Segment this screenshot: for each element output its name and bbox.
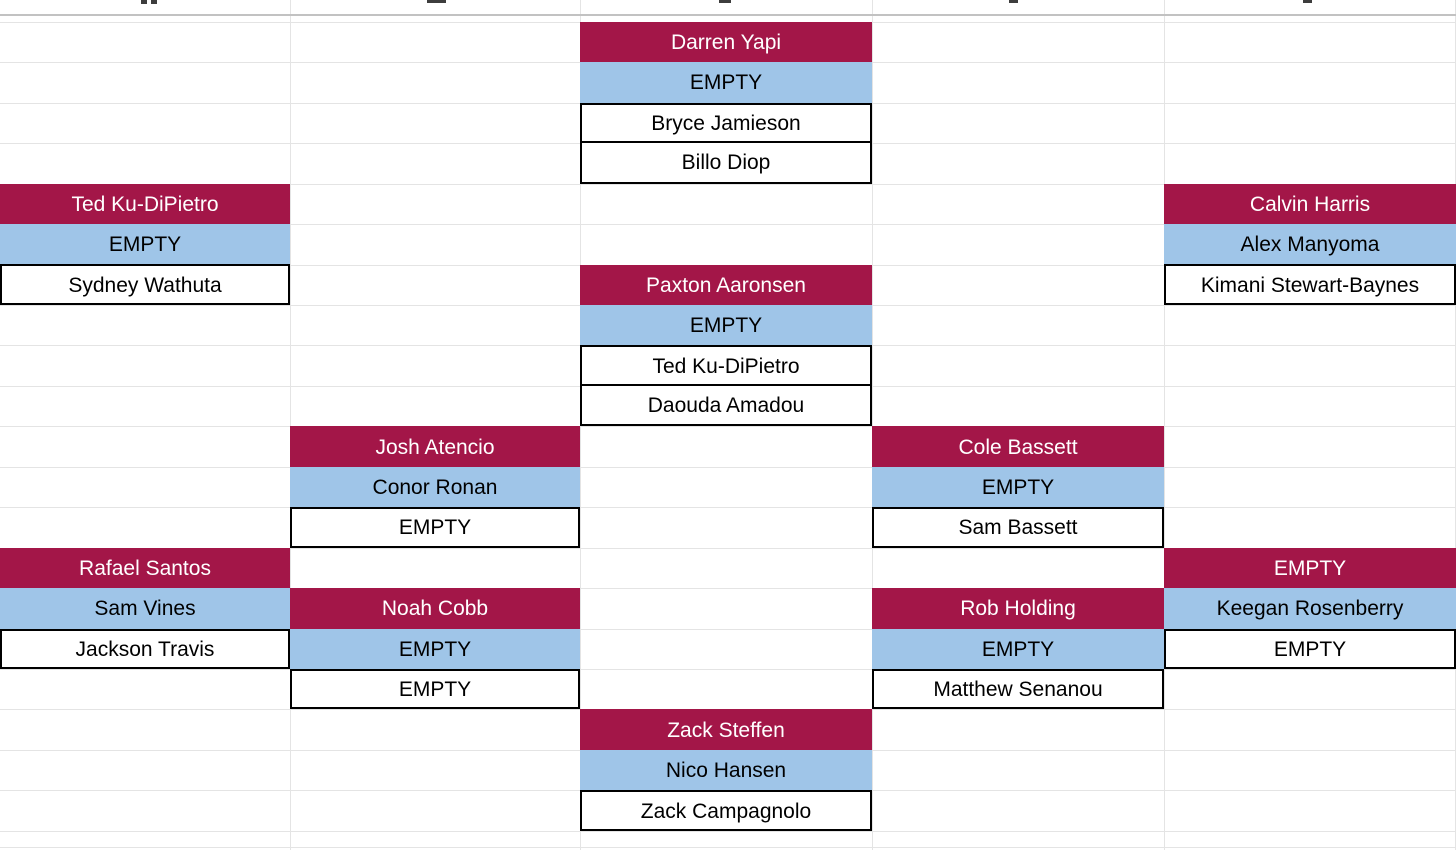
gridline-horizontal xyxy=(0,466,1456,468)
depth-chart-starter-cell[interactable]: Noah Cobb xyxy=(290,588,580,629)
depth-chart-reserve-cell[interactable]: Ted Ku-DiPietro xyxy=(580,345,872,386)
depth-chart-second-cell[interactable]: Nico Hansen xyxy=(580,749,872,791)
depth-chart-second-cell[interactable]: EMPTY xyxy=(872,628,1164,669)
depth-chart-second-cell[interactable]: Conor Ronan xyxy=(290,466,580,508)
depth-chart-second-cell[interactable]: EMPTY xyxy=(290,628,580,669)
clipped-header-text-fragment xyxy=(151,0,157,4)
gridline-vertical xyxy=(1164,0,1165,850)
depth-chart-reserve-cell[interactable]: Zack Campagnolo xyxy=(580,790,872,831)
gridline-horizontal xyxy=(0,507,1456,509)
clipped-header-text-fragment xyxy=(1303,0,1312,3)
depth-chart-reserve-cell[interactable]: EMPTY xyxy=(1164,628,1456,669)
gridline-vertical xyxy=(290,0,291,850)
depth-chart-reserve-cell[interactable]: Daouda Amadou xyxy=(580,383,872,427)
gridline-horizontal xyxy=(0,588,1456,590)
depth-chart-starter-cell[interactable]: Rob Holding xyxy=(872,588,1164,629)
depth-chart-starter-cell[interactable]: Ted Ku-DiPietro xyxy=(0,183,290,225)
clipped-header-text-fragment xyxy=(427,0,446,3)
depth-chart-reserve-cell[interactable]: Sydney Wathuta xyxy=(0,264,290,305)
depth-chart-reserve-cell[interactable]: Kimani Stewart-Baynes xyxy=(1164,264,1456,305)
gridline-horizontal xyxy=(0,426,1456,428)
gridline-horizontal xyxy=(0,830,1456,832)
depth-chart-starter-cell[interactable]: Cole Bassett xyxy=(872,426,1164,467)
depth-chart-reserve-cell[interactable]: Bryce Jamieson xyxy=(580,102,872,144)
depth-chart-reserve-cell[interactable]: EMPTY xyxy=(290,668,580,710)
depth-chart-starter-cell[interactable]: Rafael Santos xyxy=(0,547,290,589)
gridline-horizontal xyxy=(0,183,1456,185)
clipped-header-text-fragment xyxy=(1009,0,1018,3)
frozen-row-divider xyxy=(0,13,1456,16)
depth-chart-reserve-cell[interactable]: Jackson Travis xyxy=(0,628,290,669)
depth-chart-starter-cell[interactable]: EMPTY xyxy=(1164,547,1456,589)
gridline-horizontal xyxy=(0,224,1456,226)
depth-chart-reserve-cell[interactable]: Matthew Senanou xyxy=(872,668,1164,710)
depth-chart-starter-cell[interactable]: Paxton Aaronsen xyxy=(580,264,872,305)
depth-chart-reserve-cell[interactable]: EMPTY xyxy=(290,507,580,548)
depth-chart-second-cell[interactable]: EMPTY xyxy=(580,304,872,346)
depth-chart-reserve-cell[interactable]: Billo Diop xyxy=(580,141,872,184)
depth-chart-starter-cell[interactable]: Calvin Harris xyxy=(1164,183,1456,225)
depth-chart-starter-cell[interactable]: Darren Yapi xyxy=(580,21,872,63)
clipped-header-text-fragment xyxy=(719,0,731,3)
gridline-horizontal xyxy=(0,669,1456,670)
depth-chart-second-cell[interactable]: Keegan Rosenberry xyxy=(1164,588,1456,629)
gridline-horizontal xyxy=(0,847,1456,848)
depth-chart-starter-cell[interactable]: Josh Atencio xyxy=(290,426,580,467)
gridline-horizontal xyxy=(0,628,1456,630)
gridline-vertical xyxy=(872,0,873,850)
depth-chart-second-cell[interactable]: EMPTY xyxy=(872,466,1164,508)
depth-chart-second-cell[interactable]: EMPTY xyxy=(0,224,290,265)
depth-chart-second-cell[interactable]: Sam Vines xyxy=(0,588,290,629)
clipped-header-text-fragment xyxy=(141,0,147,4)
depth-chart-second-cell[interactable]: EMPTY xyxy=(580,62,872,103)
depth-chart-reserve-cell[interactable]: Sam Bassett xyxy=(872,507,1164,548)
depth-chart-starter-cell[interactable]: Zack Steffen xyxy=(580,709,872,750)
gridline-horizontal xyxy=(0,547,1456,549)
depth-chart-second-cell[interactable]: Alex Manyoma xyxy=(1164,224,1456,265)
